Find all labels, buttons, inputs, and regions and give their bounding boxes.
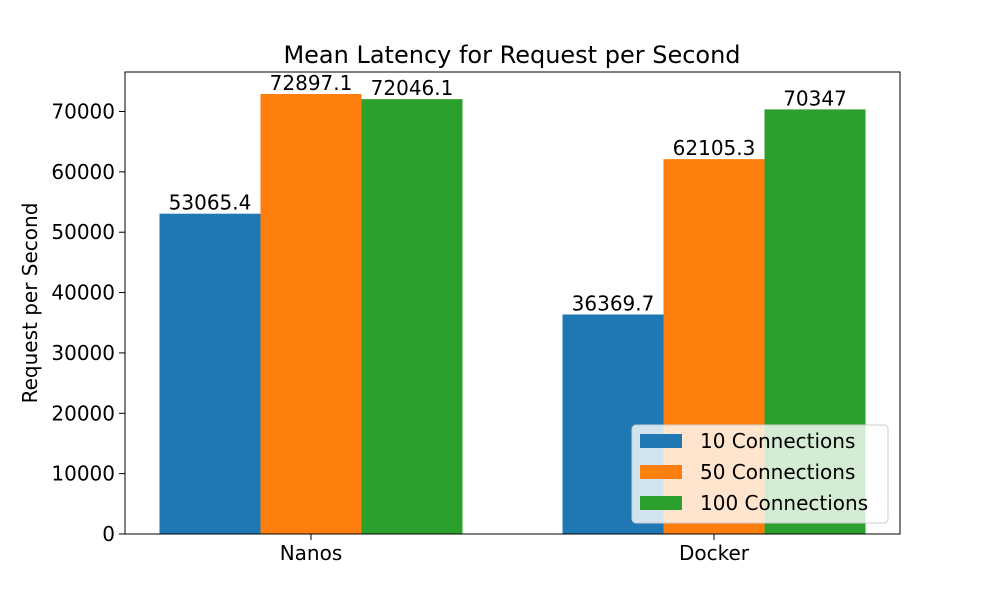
y-axis-label: Request per Second <box>18 203 42 404</box>
data-label: 62105.3 <box>673 136 756 160</box>
y-tick-label: 40000 <box>51 281 115 305</box>
legend-swatch <box>640 434 682 448</box>
chart-title: Mean Latency for Request per Second <box>283 41 740 69</box>
x-tick-label: Nanos <box>280 541 343 565</box>
bars-group <box>159 94 866 535</box>
legend-label: 10 Connections <box>700 429 855 453</box>
legend-swatch <box>640 465 682 479</box>
bar-nanos-series-1 <box>159 213 261 534</box>
data-label: 53065.4 <box>169 191 252 215</box>
y-tick-label: 0 <box>102 522 115 546</box>
data-label: 70347 <box>783 86 847 110</box>
y-tick-label: 10000 <box>51 462 115 486</box>
data-label: 36369.7 <box>572 291 655 315</box>
data-labels-group: 53065.4 36369.7 72897.1 62105.3 72046.1 70347 <box>169 71 847 315</box>
bar-nanos-series-3 <box>361 99 463 535</box>
legend-label: 100 Connections <box>700 491 868 515</box>
x-tick-label: Docker <box>679 541 750 565</box>
legend-box <box>631 424 889 524</box>
plot-frame <box>124 71 901 535</box>
y-tick-label: 30000 <box>51 341 115 365</box>
legend[interactable]: 10 Connections 50 Connections 100 Connecti… <box>631 424 889 524</box>
y-tick-label: 70000 <box>51 99 115 123</box>
data-label: 72046.1 <box>371 76 454 100</box>
data-label: 72897.1 <box>270 71 353 95</box>
x-ticks-group: Nanos Docker <box>280 534 750 565</box>
legend-swatch <box>640 496 682 510</box>
bar-nanos-series-2 <box>260 94 362 534</box>
y-tick-label: 50000 <box>51 220 115 244</box>
y-ticks-group: 0 10000 20000 30000 40000 50000 60000 70000 <box>51 99 125 546</box>
legend-label: 50 Connections <box>700 460 855 484</box>
y-tick-label: 60000 <box>51 160 115 184</box>
y-tick-label: 20000 <box>51 401 115 425</box>
